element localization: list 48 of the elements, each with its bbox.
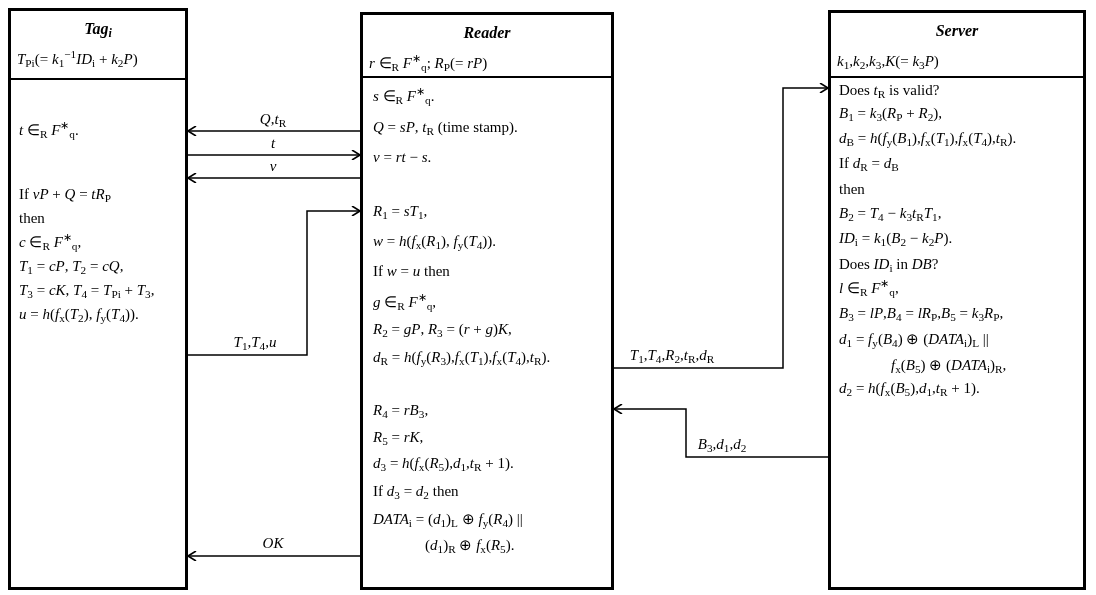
protocol-step: u = h(f$_{x}$(T$_{2}$), f$_{y}$(T$_{4}$)). — [19, 302, 139, 326]
arrow — [187, 125, 361, 137]
protocol-step: T$_{3}$ = cK, T$_{4}$ = T$_{Pi}$ + T$_{3}$, — [19, 278, 155, 302]
protocol-step: R$_{1}$ = sT$_{1}$, — [373, 199, 428, 223]
protocol-step: B$_{3}$ = lP,B$_{4}$ = lR$_{P}$,B$_{5}$ = k$_{3}$R$_{P}$, — [839, 301, 1004, 325]
protocol-step: T$_{1}$ = cP, T$_{2}$ = cQ, — [19, 254, 124, 278]
column-title: Reader — [462, 23, 512, 43]
protocol-step: Does ID$_{i}$ in DB? — [839, 252, 939, 276]
protocol-step: d$_{2}$ = h(f$_{x}$(B$_{5}$),d$_{1}$,t$_{R}$ + 1). — [839, 376, 980, 400]
column-title: Tag$_{i}$ — [83, 19, 113, 41]
participant-box — [360, 12, 614, 590]
protocol-step: d$_{R}$ = h(f$_{y}$(R$_{3}$),f$_{x}$(T$_{1}$),f$_{x}$(T$_{4}$),t$_{R}$). — [373, 345, 551, 369]
protocol-step: DATA$_{i}$ = (d$_{1}$)$_{L}$ ⊕ f$_{y}$(R$_{4}$) || (d$_{1}$)$_{R}$ ⊕ f$_{x}$(R$_{5}$). — [373, 506, 553, 558]
participant-box — [828, 10, 1086, 590]
initial-values: T$_{Pi}$(= k$_{1}$$^{−1}$ID$_{i}$ + k$_{2}$P) — [17, 47, 138, 71]
protocol-step: If d$_{R}$ = d$_{B}$ — [839, 151, 899, 175]
arrow — [613, 403, 829, 458]
protocol-step: R$_{2}$ = gP, R$_{3}$ = (r + g)K, — [373, 317, 512, 341]
arrow — [187, 172, 361, 184]
arrow — [613, 82, 829, 369]
participant-box — [8, 8, 188, 590]
protocol-step: Q = sP, t$_{R}$ (time stamp). — [373, 115, 518, 139]
protocol-step: then — [19, 206, 45, 230]
arrow — [187, 205, 361, 356]
arrow — [187, 550, 361, 562]
protocol-step: then — [839, 177, 865, 201]
protocol-step: R$_{4}$ = rB$_{3}$, — [373, 398, 429, 422]
arrow — [187, 149, 361, 161]
protocol-step: d$_{B}$ = h(f$_{y}$(B$_{1}$),f$_{x}$(T$_{1}$),f$_{x}$(T$_{4}$),t$_{R}$). — [839, 126, 1017, 150]
protocol-step: Does t$_{R}$ is valid? — [839, 78, 940, 102]
protocol-step: g ∈$_{R}$ F$^{∗}$$_{q}$, — [373, 290, 437, 314]
protocol-step: R$_{5}$ = rK, — [373, 425, 424, 449]
protocol-step: d$_{3}$ = h(f$_{x}$(R$_{5}$),d$_{1}$,t$_{R}$ + 1). — [373, 451, 514, 475]
initial-values: r ∈$_{R}$ F$^{∗}$$_{q}$; R$_{P}$(= rP) — [369, 51, 488, 75]
protocol-step: t ∈$_{R}$ F$^{∗}$$_{q}$. — [19, 118, 79, 142]
protocol-step: B$_{1}$ = k$_{3}$(R$_{P}$ + R$_{2}$), — [839, 101, 942, 125]
protocol-step: l ∈$_{R}$ F$^{∗}$$_{q}$, — [839, 276, 899, 300]
protocol-step: v = rt − s. — [373, 145, 432, 169]
protocol-step: If w = u then — [373, 259, 450, 283]
column-title: Server — [934, 21, 980, 41]
protocol-step: s ∈$_{R}$ F$^{∗}$$_{q}$. — [373, 84, 435, 108]
initial-values: k$_{1}$,k$_{2}$,k$_{3}$,K(= k$_{3}$P) — [837, 52, 939, 73]
protocol-step: B$_{2}$ = T$_{4}$ − k$_{3}$t$_{R}$T$_{1}$, — [839, 201, 942, 225]
protocol-step: c ∈$_{R}$ F$^{∗}$$_{q}$, — [19, 230, 82, 254]
protocol-step: If d$_{3}$ = d$_{2}$ then — [373, 479, 459, 503]
protocol-step: w = h(f$_{x}$(R$_{1}$), f$_{y}$(T$_{4}$)). — [373, 229, 497, 253]
protocol-step: If vP + Q = tR$_{P}$ — [19, 182, 111, 206]
protocol-step: ID$_{i}$ = k$_{1}$(B$_{2}$ − k$_{2}$P). — [839, 226, 953, 250]
